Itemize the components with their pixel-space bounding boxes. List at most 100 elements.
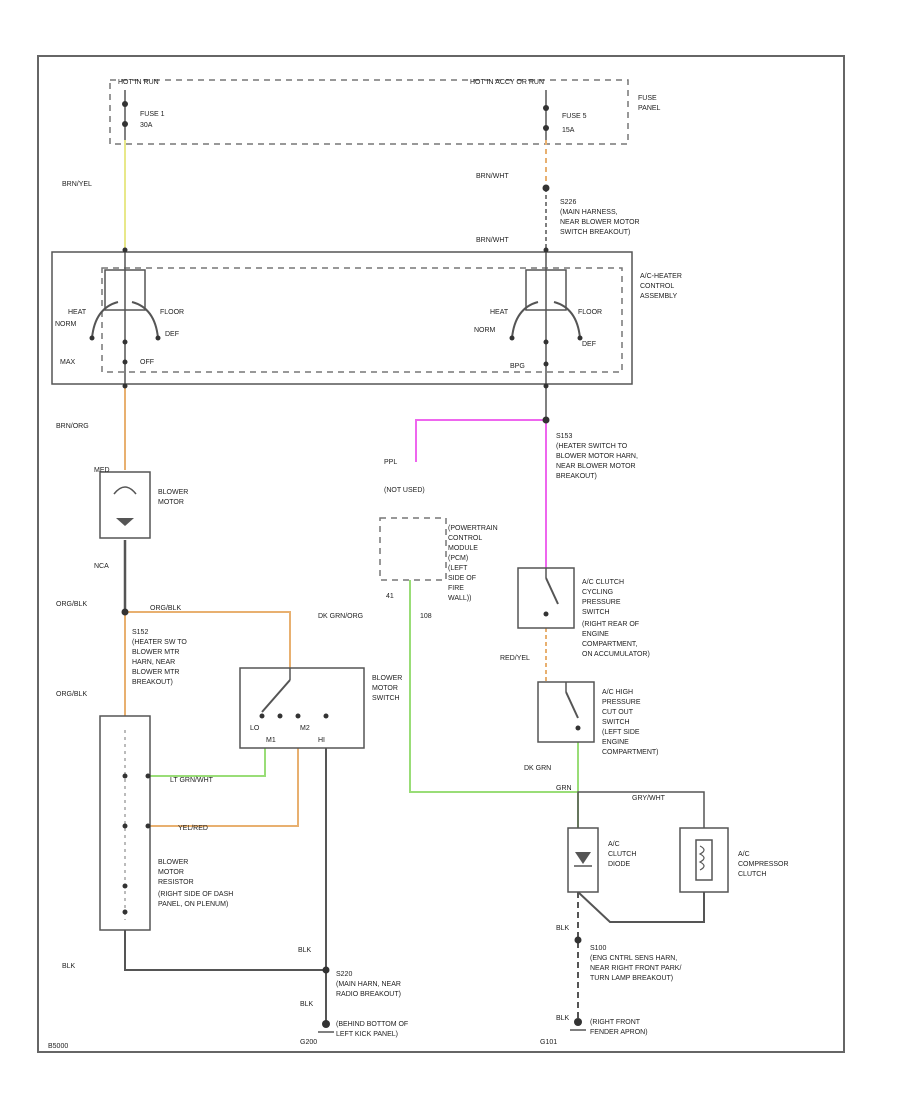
s152-line-5: BLOWER MTR	[132, 669, 179, 676]
wire-yel-red: YEL/RED	[178, 825, 208, 832]
pcm-pin-108: 108	[420, 613, 432, 620]
pcm-pin-41: 41	[386, 593, 394, 600]
fuse-right-header: HOT IN ACCY OR RUN	[470, 79, 544, 86]
s152-line-3: BLOWER MTR	[132, 649, 179, 656]
switch-m1-label: M1	[266, 737, 276, 744]
fuse1-rating: 30A	[140, 122, 153, 129]
blower-switch-label-3: SWITCH	[372, 695, 400, 702]
wire-runs	[123, 140, 705, 1024]
s152-line-2: (HEATER SW TO	[132, 639, 187, 646]
s226-line-3: NEAR BLOWER MOTOR	[560, 219, 640, 226]
ground-left-line-1: (BEHIND BOTTOM OF	[336, 1021, 408, 1028]
switch-hi-label: HI	[318, 737, 325, 744]
wire-org-blk-1: ORG/BLK	[56, 601, 87, 608]
control-label-2: CONTROL	[640, 283, 674, 290]
ground-right-line-1: (RIGHT FRONT	[590, 1019, 641, 1026]
pcm-label-8: WALL))	[448, 595, 471, 602]
fuse2-rating: 15A	[562, 127, 575, 134]
hp-label-3: CUT OUT	[602, 709, 634, 716]
hp-label-4: SWITCH	[602, 719, 630, 726]
wire-org-blk-3: ORG/BLK	[56, 691, 87, 698]
left-max-label: MAX	[60, 359, 76, 366]
fuse1-name: FUSE 1	[140, 111, 165, 118]
blower-motor-label-2: MOTOR	[158, 499, 184, 506]
not-used-label: (NOT USED)	[384, 487, 425, 494]
splice-s220	[322, 966, 330, 974]
pcm-label-5: (LEFT	[448, 565, 468, 572]
left-off-label: OFF	[140, 359, 154, 366]
pcm-label-3: MODULE	[448, 545, 478, 552]
s226-line-2: (MAIN HARNESS,	[560, 209, 618, 216]
wire-grn: GRN	[556, 785, 572, 792]
blower-switch-label-2: MOTOR	[372, 685, 398, 692]
wire-gry-wht: GRY/WHT	[632, 795, 666, 802]
switch-lo-label: LO	[250, 725, 260, 732]
left-heat-label: HEAT	[68, 309, 87, 316]
s153-line-3: BLOWER MOTOR HARN,	[556, 453, 638, 460]
diode-label-1: A/C	[608, 841, 620, 848]
wire-labels: BRN/YEL BRN/WHT BRN/WHT BRN/ORG NCA ORG/…	[56, 173, 666, 1022]
wire-red-yel: RED/YEL	[500, 655, 530, 662]
ground-left-line-2: LEFT KICK PANEL)	[336, 1031, 398, 1038]
blower-motor-switch: LO M1 M2 HI BLOWER MOTOR SWITCH	[239, 667, 402, 749]
s153-line-4: NEAR BLOWER MOTOR	[556, 463, 636, 470]
pcm-label-2: CONTROL	[448, 535, 482, 542]
hp-label-2: PRESSURE	[602, 699, 641, 706]
cycling-label-7: COMPARTMENT,	[582, 641, 637, 648]
s100-line-3: NEAR RIGHT FRONT PARK/	[590, 965, 681, 972]
wire-blk-2: BLK	[298, 947, 312, 954]
wire-dk-grn-org: DK GRN/ORG	[318, 613, 363, 620]
left-norm-label: NORM	[55, 321, 77, 328]
s220-line-2: (MAIN HARN, NEAR	[336, 981, 401, 988]
cycling-label-1: A/C CLUTCH	[582, 579, 624, 586]
blower-motor-label-1: BLOWER	[158, 489, 188, 496]
blower-motor-pin: MED	[94, 467, 110, 474]
blower-switch-label-1: BLOWER	[372, 675, 402, 682]
diagram-id: B5000	[48, 1043, 68, 1050]
fuse-panel-label-2: PANEL	[638, 105, 661, 112]
wire-blk-3: BLK	[300, 1001, 314, 1008]
s100-line-4: TURN LAMP BREAKOUT)	[590, 975, 673, 982]
pcm-label-6: SIDE OF	[448, 575, 476, 582]
hp-label-1: A/C HIGH	[602, 689, 633, 696]
splice-dots	[121, 184, 582, 1028]
right-def-label: DEF	[582, 341, 596, 348]
wire-brn-wht-1: BRN/WHT	[476, 173, 509, 180]
pcm-module: (POWERTRAIN CONTROL MODULE (PCM) (LEFT S…	[379, 487, 498, 620]
resistor-label-4: (RIGHT SIDE OF DASH	[158, 891, 233, 898]
resistor-label-3: RESISTOR	[158, 879, 194, 886]
ground-right-line-2: FENDER APRON)	[590, 1029, 648, 1036]
cycling-label-8: ON ACCUMULATOR)	[582, 651, 650, 658]
right-norm-label: NORM	[474, 327, 496, 334]
fuse2-name: FUSE 5	[562, 113, 587, 120]
pcm-label-4: (PCM)	[448, 555, 468, 562]
cycling-label-3: PRESSURE	[582, 599, 621, 606]
ground-right-id: G101	[540, 1039, 557, 1046]
blower-motor: MED BLOWER MOTOR	[94, 467, 188, 539]
resistor-label-2: MOTOR	[158, 869, 184, 876]
fuse-panel-label-1: FUSE	[638, 95, 657, 102]
control-label-1: A/C-HEATER	[640, 273, 682, 280]
wire-blk-4: BLK	[556, 925, 570, 932]
right-bpg-label: BPG	[510, 363, 525, 370]
ac-clutch-diode: A/C CLUTCH DIODE	[567, 827, 636, 893]
hp-label-7: COMPARTMENT)	[602, 749, 659, 756]
control-assembly: A/C-HEATER CONTROL ASSEMBLY HEAT FLOOR N…	[51, 251, 682, 385]
pcm-label-1: (POWERTRAIN	[448, 525, 498, 532]
s220-line-1: S220	[336, 971, 352, 978]
ground-g101	[574, 1018, 582, 1026]
s153-line-5: BREAKOUT)	[556, 473, 597, 480]
splice-s153	[542, 416, 550, 424]
wire-brn-yel: BRN/YEL	[62, 181, 92, 188]
splice-s226	[542, 184, 550, 192]
ground-g200	[322, 1020, 330, 1028]
wire-ppl: PPL	[384, 459, 397, 466]
s220-line-3: RADIO BREAKOUT)	[336, 991, 401, 998]
blower-motor-resistor: BLOWER MOTOR RESISTOR (RIGHT SIDE OF DAS…	[99, 715, 233, 931]
compressor-label-2: COMPRESSOR	[738, 861, 789, 868]
control-label-3: ASSEMBLY	[640, 293, 678, 300]
cycling-label-2: CYCLING	[582, 589, 613, 596]
high-pressure-switch: A/C HIGH PRESSURE CUT OUT SWITCH (LEFT S…	[537, 681, 659, 756]
cycling-label-6: ENGINE	[582, 631, 609, 638]
